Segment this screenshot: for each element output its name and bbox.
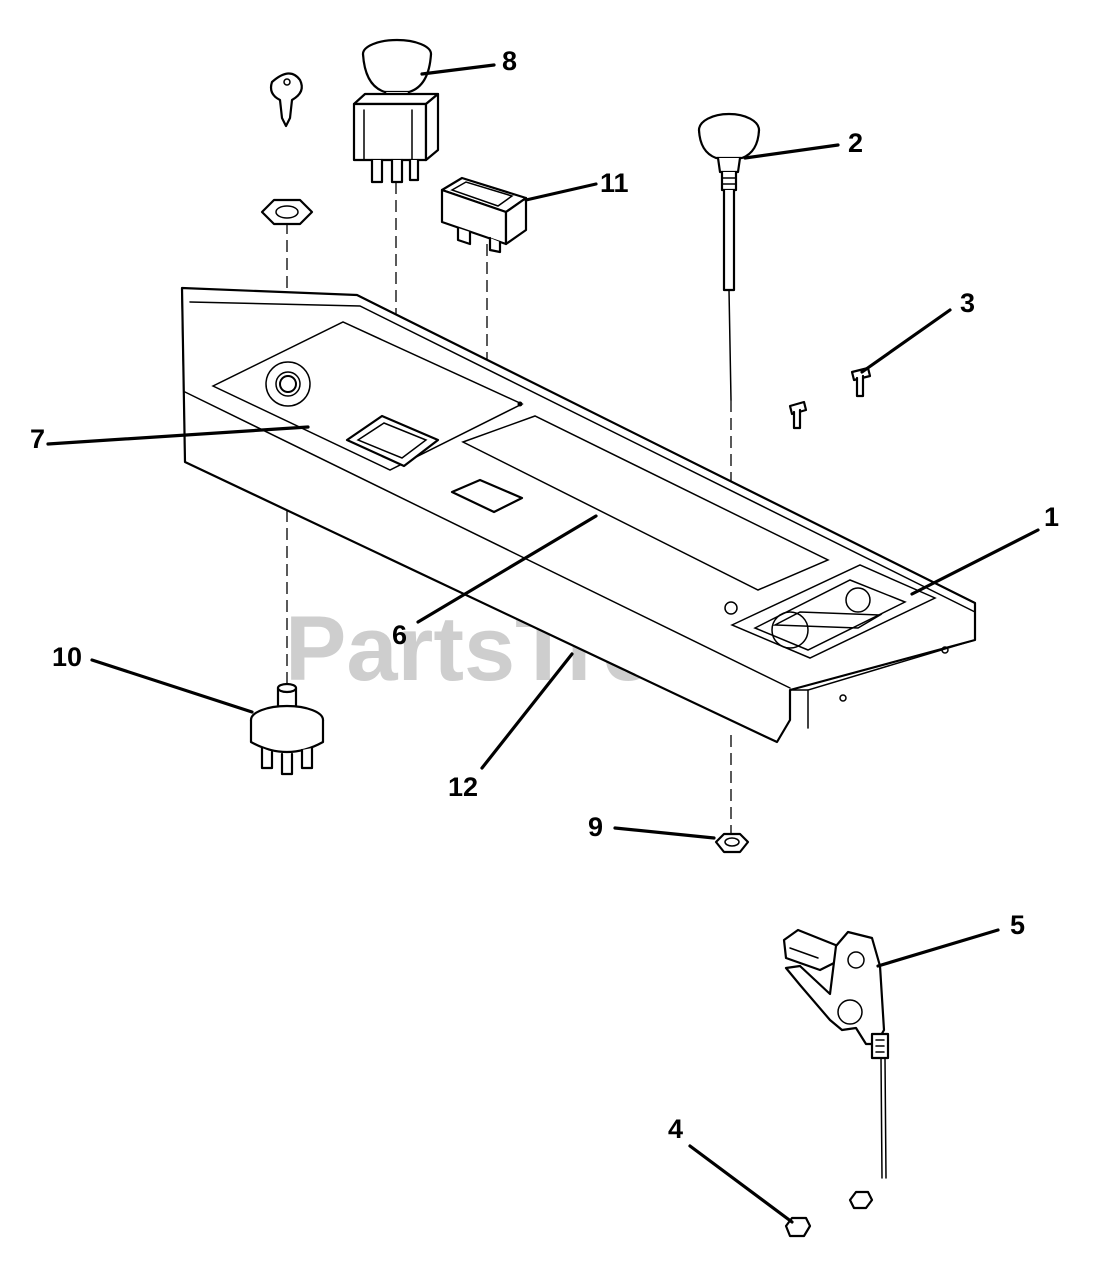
callouts: 1 2 3 4 5 6 7 8 9 10 11 12: [30, 46, 1059, 1144]
hex-nut-top: [260, 198, 314, 226]
leader-line-5: [876, 928, 1000, 968]
callout-2: 2: [848, 128, 863, 158]
leader-line-3: [860, 308, 952, 374]
callout-1: 1: [1044, 502, 1059, 532]
leader-line-2: [743, 143, 840, 160]
pto-switch: [352, 38, 440, 184]
dash-panel: [180, 286, 977, 744]
callout-4: 4: [668, 1114, 683, 1144]
ignition-switch: [249, 682, 325, 776]
leader-line-8: [420, 63, 496, 76]
leader-line-4: [688, 1144, 794, 1224]
small-nuts: [784, 1190, 874, 1238]
leader-line-1: [910, 528, 1040, 596]
leader-lines: [46, 63, 1040, 1224]
leader-line-9: [613, 826, 716, 840]
leader-line-6: [416, 514, 598, 624]
callout-7: 7: [30, 424, 45, 454]
callout-12: 12: [448, 772, 478, 802]
callout-11: 11: [600, 168, 629, 198]
callout-5: 5: [1010, 910, 1025, 940]
callout-10: 10: [52, 642, 82, 672]
leader-line-11: [524, 182, 598, 202]
callout-3: 3: [960, 288, 975, 318]
cable-bracket: [782, 928, 890, 1179]
callout-6: 6: [392, 620, 407, 650]
ignition-key: [269, 72, 303, 128]
screws: [788, 366, 872, 430]
leader-line-10: [90, 658, 254, 714]
rocker-switch: [440, 176, 528, 254]
choke-cable-knob: [697, 112, 761, 401]
leader-line-12: [480, 652, 574, 770]
leader-line-7: [46, 425, 310, 446]
callout-8: 8: [502, 46, 517, 76]
hex-nut-bottom: [714, 832, 750, 854]
callout-9: 9: [588, 812, 603, 842]
